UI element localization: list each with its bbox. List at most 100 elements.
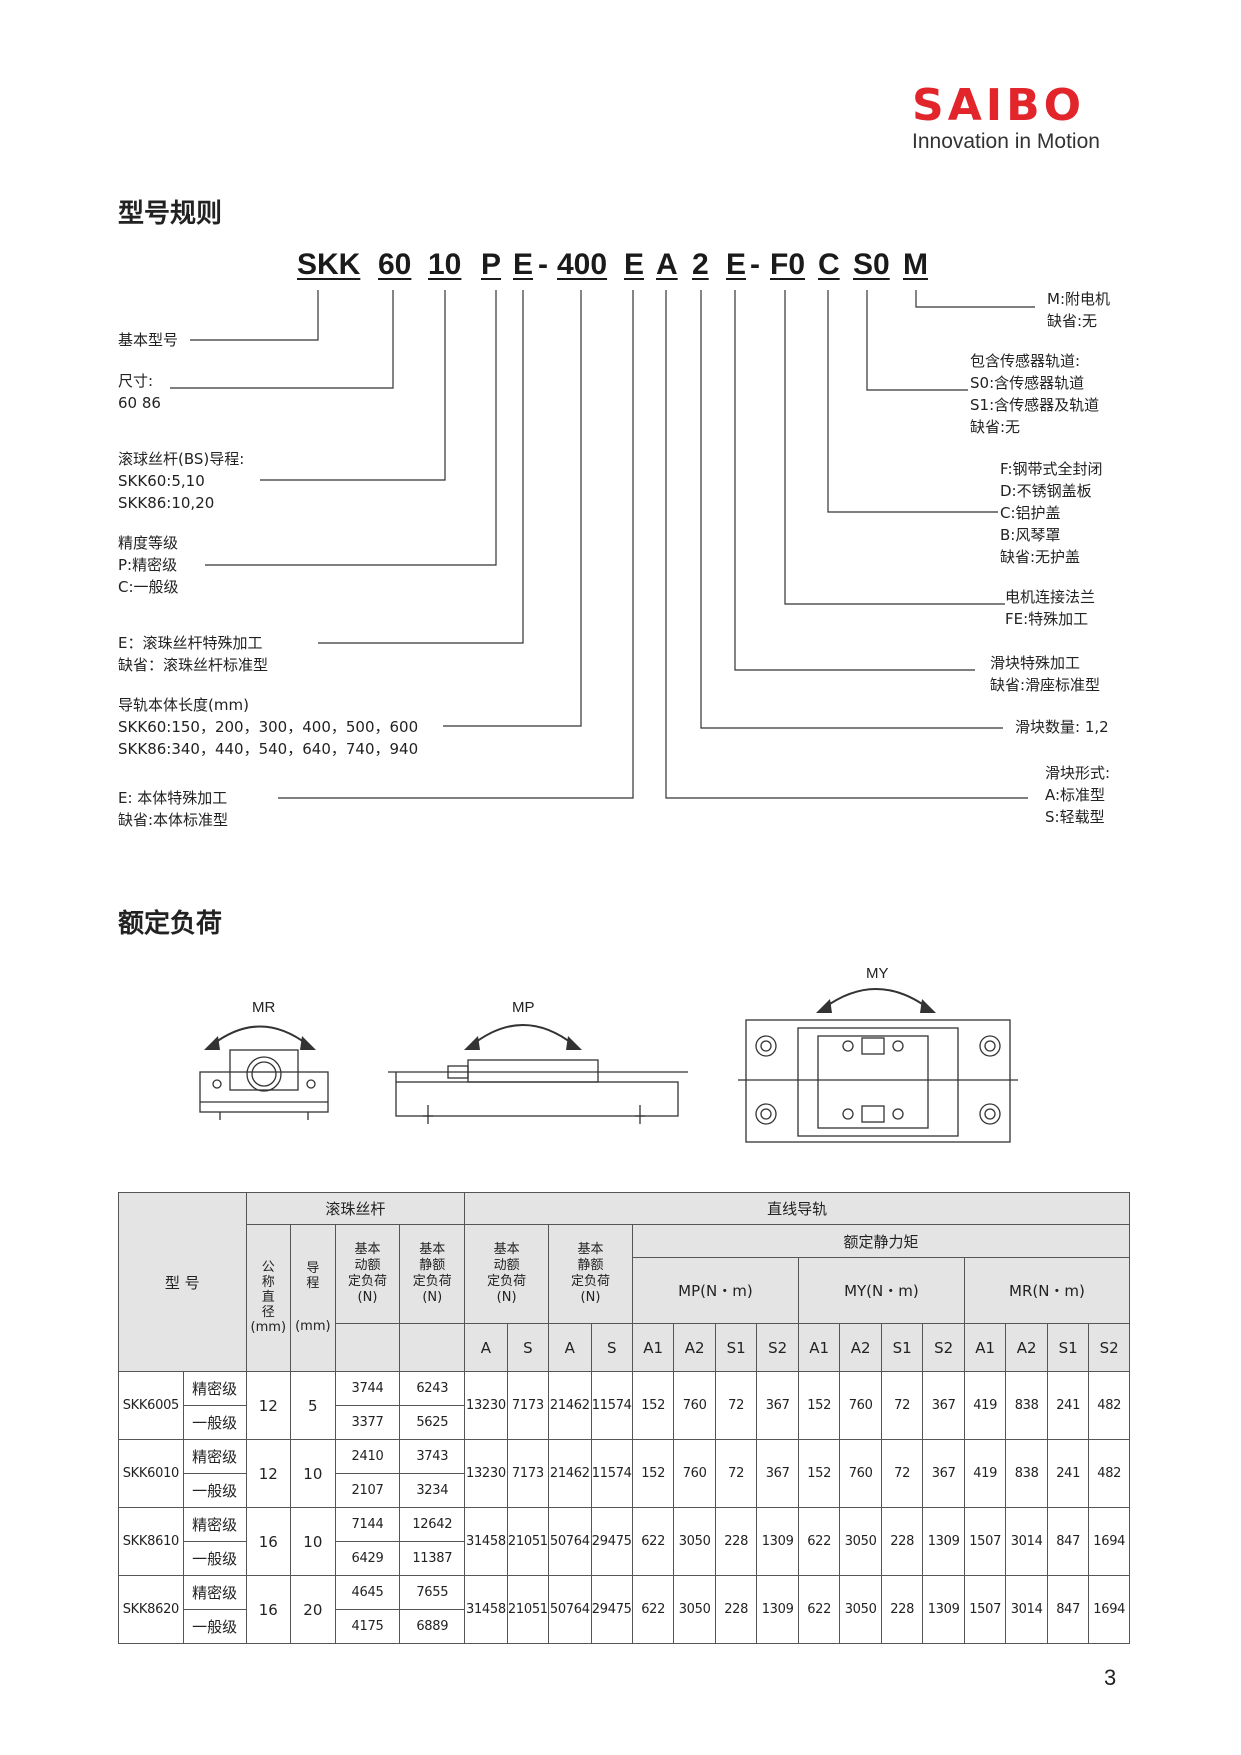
my-cell: 367 <box>922 1439 965 1508</box>
lead-cell: 10 <box>290 1439 336 1508</box>
bs-static-cell: 6889 <box>399 1609 466 1644</box>
header-sub: A2 <box>673 1323 716 1372</box>
header-bs-static: 基本静额定负荷(N) <box>399 1224 466 1324</box>
grade-cell: 精密级 <box>182 1439 247 1474</box>
mp-cell: 72 <box>714 1439 758 1508</box>
dyn-a-cell: 31458 <box>464 1507 508 1576</box>
bs-dynamic-cell: 7144 <box>334 1507 401 1542</box>
header-sub: S2 <box>756 1323 799 1372</box>
diameter-cell: 12 <box>245 1371 292 1440</box>
sta-s-cell: 11574 <box>590 1371 633 1440</box>
sta-a-cell: 21462 <box>548 1439 592 1508</box>
header-sub: A <box>464 1323 508 1372</box>
mp-cell: 3050 <box>673 1575 716 1644</box>
label-size: 尺寸:60 86 <box>118 372 161 412</box>
bs-static-cell: 3234 <box>399 1473 466 1508</box>
code-part-bs-special: E <box>513 248 534 281</box>
header-diameter: 公称直径(mm) <box>245 1224 292 1372</box>
my-cell: 3050 <box>839 1507 882 1576</box>
mr-cell: 847 <box>1046 1507 1090 1576</box>
model-cell: SKK8620 <box>118 1575 184 1644</box>
bs-static-cell: 3743 <box>399 1439 466 1474</box>
mr-cell: 847 <box>1046 1575 1090 1644</box>
header-mr: MR(N・m) <box>963 1257 1131 1324</box>
header-lg-static: 基本静额定负荷(N) <box>548 1224 633 1324</box>
label-slider-count: 滑块数量: 1,2 <box>1015 718 1109 736</box>
sta-a-cell: 50764 <box>548 1575 592 1644</box>
header-sub: S2 <box>1088 1323 1130 1372</box>
grade-cell: 精密级 <box>182 1371 247 1406</box>
mp-cell: 622 <box>631 1575 675 1644</box>
code-part-motor: M <box>903 248 928 281</box>
dyn-s-cell: 21051 <box>506 1575 550 1644</box>
dyn-s-cell: 7173 <box>506 1371 550 1440</box>
label-base-model: 基本型号 <box>118 331 179 349</box>
my-cell: 228 <box>880 1575 924 1644</box>
mp-cell: 622 <box>631 1507 675 1576</box>
bs-dynamic-cell: 2410 <box>334 1439 401 1474</box>
mr-cell: 482 <box>1088 1371 1130 1440</box>
header-sub: A1 <box>631 1323 675 1372</box>
brand-tagline: Innovation in Motion <box>912 130 1100 153</box>
mp-cell: 72 <box>714 1371 758 1440</box>
code-part-slider-count: 2 <box>692 248 709 281</box>
my-moment-diagram: MY <box>738 965 1018 1143</box>
mr-cell: 482 <box>1088 1439 1130 1508</box>
mp-cell: 1309 <box>756 1507 799 1576</box>
my-cell: 760 <box>839 1371 882 1440</box>
mp-cell: 152 <box>631 1371 675 1440</box>
mp-cell: 228 <box>714 1507 758 1576</box>
my-cell: 152 <box>797 1371 841 1440</box>
mp-moment-diagram: MP <box>388 999 688 1124</box>
header-sub: S1 <box>880 1323 924 1372</box>
mr-moment-diagram: MR <box>199 999 329 1120</box>
label-motor: M:附电机缺省:无 <box>1047 290 1110 330</box>
code-dash: - <box>538 248 548 281</box>
mp-cell: 367 <box>756 1439 799 1508</box>
code-part-body-special: E <box>624 248 645 281</box>
my-cell: 228 <box>880 1507 924 1576</box>
diameter-cell: 16 <box>245 1507 292 1576</box>
mp-cell: 1309 <box>756 1575 799 1644</box>
grade-cell: 一般级 <box>182 1473 247 1508</box>
mr-cell: 3014 <box>1005 1575 1048 1644</box>
mr-cell: 241 <box>1046 1371 1090 1440</box>
my-label: MY <box>866 965 889 982</box>
header-mp: MP(N・m) <box>631 1257 799 1324</box>
lead-cell: 5 <box>290 1371 336 1440</box>
grade-cell: 精密级 <box>182 1575 247 1610</box>
header-sub: S2 <box>922 1323 965 1372</box>
label-slider-special: 滑块特殊加工缺省:滑座标准型 <box>990 654 1101 694</box>
sta-a-cell: 21462 <box>548 1371 592 1440</box>
header-sub: A1 <box>797 1323 841 1372</box>
mr-cell: 241 <box>1046 1439 1090 1508</box>
my-cell: 72 <box>880 1439 924 1508</box>
dyn-a-cell: 13230 <box>464 1371 508 1440</box>
bs-static-cell: 11387 <box>399 1541 466 1576</box>
bs-dynamic-cell: 3377 <box>334 1405 401 1440</box>
dyn-s-cell: 7173 <box>506 1439 550 1508</box>
header-sub: A2 <box>839 1323 882 1372</box>
section-title-model-rules: 型号规则 <box>118 199 223 229</box>
mr-cell: 419 <box>963 1371 1007 1440</box>
header-sub: A <box>548 1323 592 1372</box>
mr-label: MR <box>252 999 275 1016</box>
mp-cell: 228 <box>714 1575 758 1644</box>
bs-dynamic-cell: 4175 <box>334 1609 401 1644</box>
bs-static-cell: 5625 <box>399 1405 466 1440</box>
code-part-size: 60 <box>378 248 412 281</box>
code-part-length: 400 <box>557 248 608 281</box>
dyn-a-cell: 13230 <box>464 1439 508 1508</box>
header-sub: S1 <box>1046 1323 1090 1372</box>
bs-dynamic-cell: 4645 <box>334 1575 401 1610</box>
mr-cell: 1507 <box>963 1507 1007 1576</box>
